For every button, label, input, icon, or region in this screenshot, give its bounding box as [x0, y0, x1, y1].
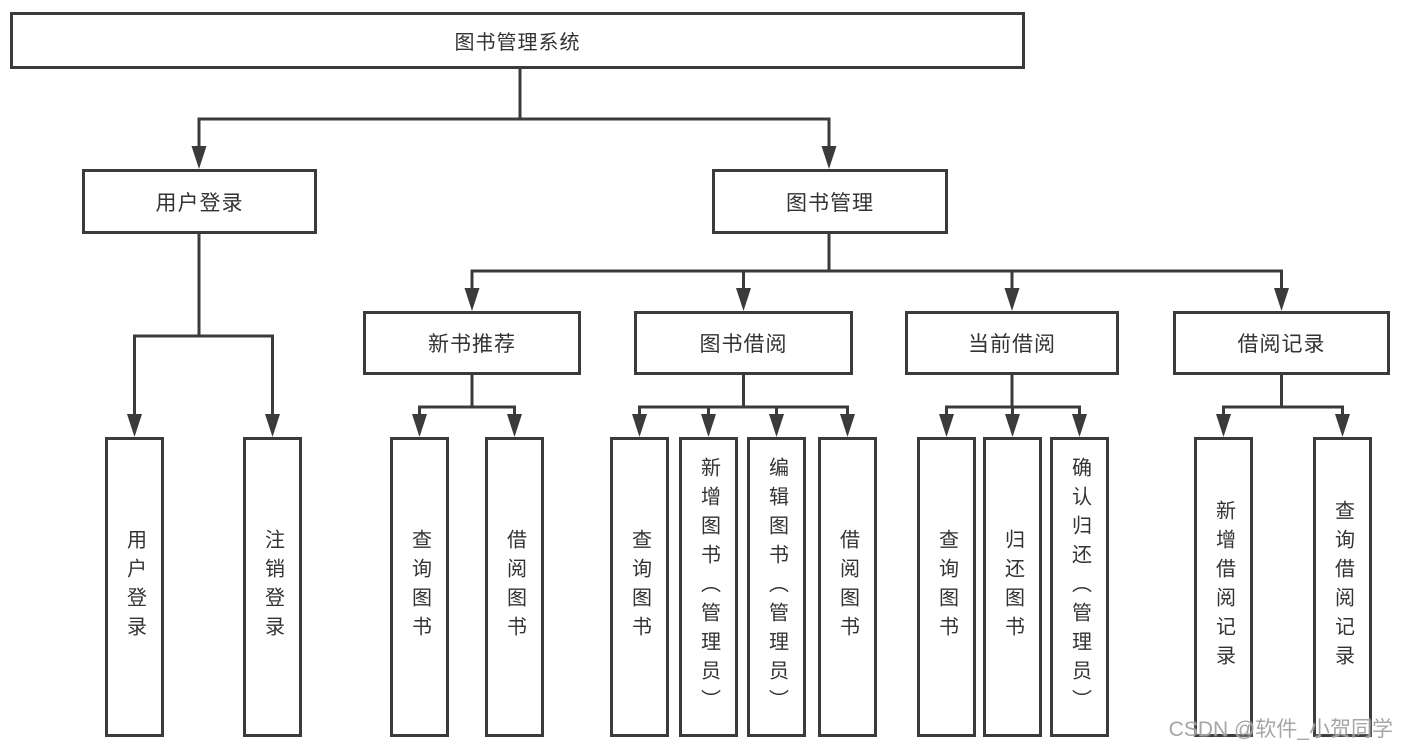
node-label: 新增借阅记录	[1212, 500, 1235, 674]
node-user-login: 用户登录	[82, 169, 317, 234]
node-label: 用户登录	[123, 529, 146, 645]
arrowheads	[127, 146, 1350, 437]
node-label: 查询借阅记录	[1331, 500, 1354, 674]
leaf-return-books: 归还图书	[983, 437, 1042, 737]
leaf-query-books-1: 查询图书	[390, 437, 449, 737]
node-new-book-recommend: 新书推荐	[363, 311, 581, 375]
node-label: 图书借阅	[699, 333, 788, 356]
node-label: 图书管理	[786, 191, 874, 215]
node-book-borrow: 图书借阅	[634, 311, 853, 375]
node-current-borrow: 当前借阅	[905, 311, 1119, 375]
leaf-query-books-2: 查询图书	[610, 437, 669, 737]
leaf-borrow-books-2: 借阅图书	[818, 437, 877, 737]
node-label: 用户登录	[155, 191, 244, 215]
node-root-library-system: 图书管理系统	[10, 12, 1025, 69]
node-book-management: 图书管理	[712, 169, 948, 234]
node-label: 查询图书	[628, 529, 651, 645]
node-label: 当前借阅	[968, 333, 1056, 356]
leaf-edit-books-admin: 编辑图书（管理员）	[747, 437, 806, 737]
leaf-confirm-return-admin: 确认归还（管理员）	[1050, 437, 1109, 737]
leaf-borrow-books-1: 借阅图书	[485, 437, 544, 737]
node-label: 查询图书	[408, 529, 431, 645]
leaf-query-books-3: 查询图书	[917, 437, 976, 737]
node-borrow-records: 借阅记录	[1173, 311, 1390, 375]
leaf-add-books-admin: 新增图书（管理员）	[679, 437, 738, 737]
node-label: 借阅记录	[1237, 333, 1326, 356]
node-label: 归还图书	[1001, 529, 1024, 645]
node-label: 借阅图书	[503, 529, 526, 645]
node-label: 编辑图书（管理员）	[765, 456, 788, 718]
node-label: 图书管理系统	[454, 32, 581, 54]
node-label: 借阅图书	[836, 529, 859, 645]
node-label: 注销登录	[261, 529, 284, 645]
node-label: 新书推荐	[428, 333, 516, 356]
node-label: 确认归还（管理员）	[1068, 456, 1091, 718]
leaf-add-borrow-record: 新增借阅记录	[1194, 437, 1253, 737]
node-label: 查询图书	[935, 529, 958, 645]
leaf-logout: 注销登录	[243, 437, 302, 737]
leaf-user-login: 用户登录	[105, 437, 164, 737]
node-label: 新增图书（管理员）	[697, 456, 720, 718]
leaf-query-borrow-record: 查询借阅记录	[1313, 437, 1372, 737]
